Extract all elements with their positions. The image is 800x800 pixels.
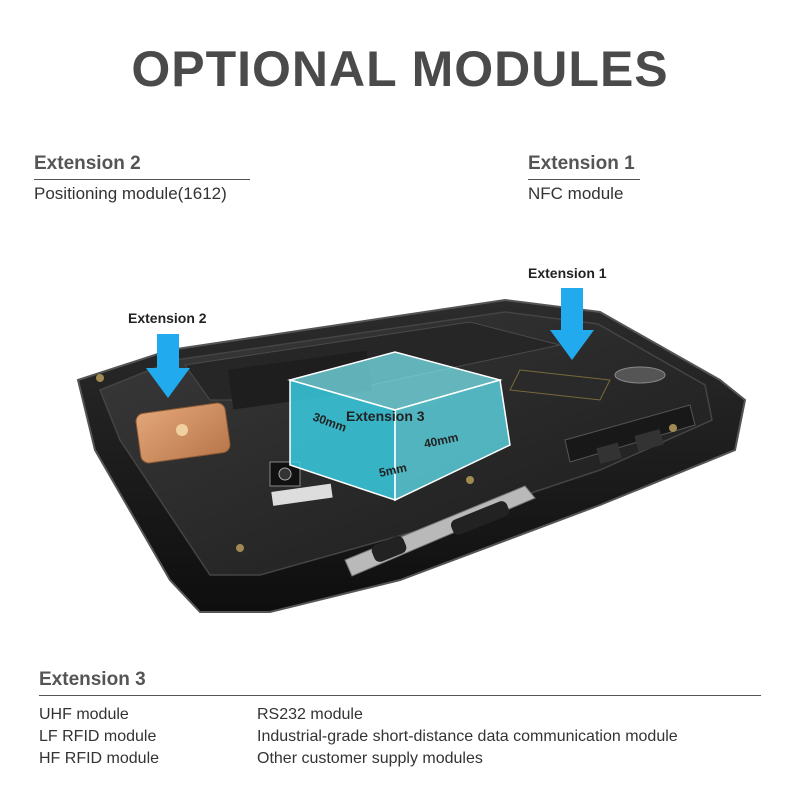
extension-2-description: Positioning module(1612) [34,184,227,203]
module-item: Industrial-grade short-distance data com… [257,728,678,745]
extension-2-arrow-icon [146,334,190,398]
extension-1-description: NFC module [528,184,624,203]
module-item: UHF module [39,706,129,723]
extension-3-module-box [287,351,511,502]
extension-1-heading: Extension 1 [528,153,640,180]
dimension-height: 5mm [378,460,408,480]
extension-3-heading: Extension 3 [39,669,761,696]
extension-1-arrow-icon [550,288,594,360]
callout-extension-3: Extension 3 [346,408,425,424]
module-item: Other customer supply modules [257,750,483,767]
callout-extension-1: Extension 1 [528,265,607,281]
extension-2-heading: Extension 2 [34,153,250,180]
module-item: RS232 module [257,706,363,723]
page-title: OPTIONAL MODULES [131,41,669,97]
module-item: HF RFID module [39,750,160,767]
callout-extension-2: Extension 2 [128,310,207,326]
module-item: LF RFID module [39,728,157,745]
